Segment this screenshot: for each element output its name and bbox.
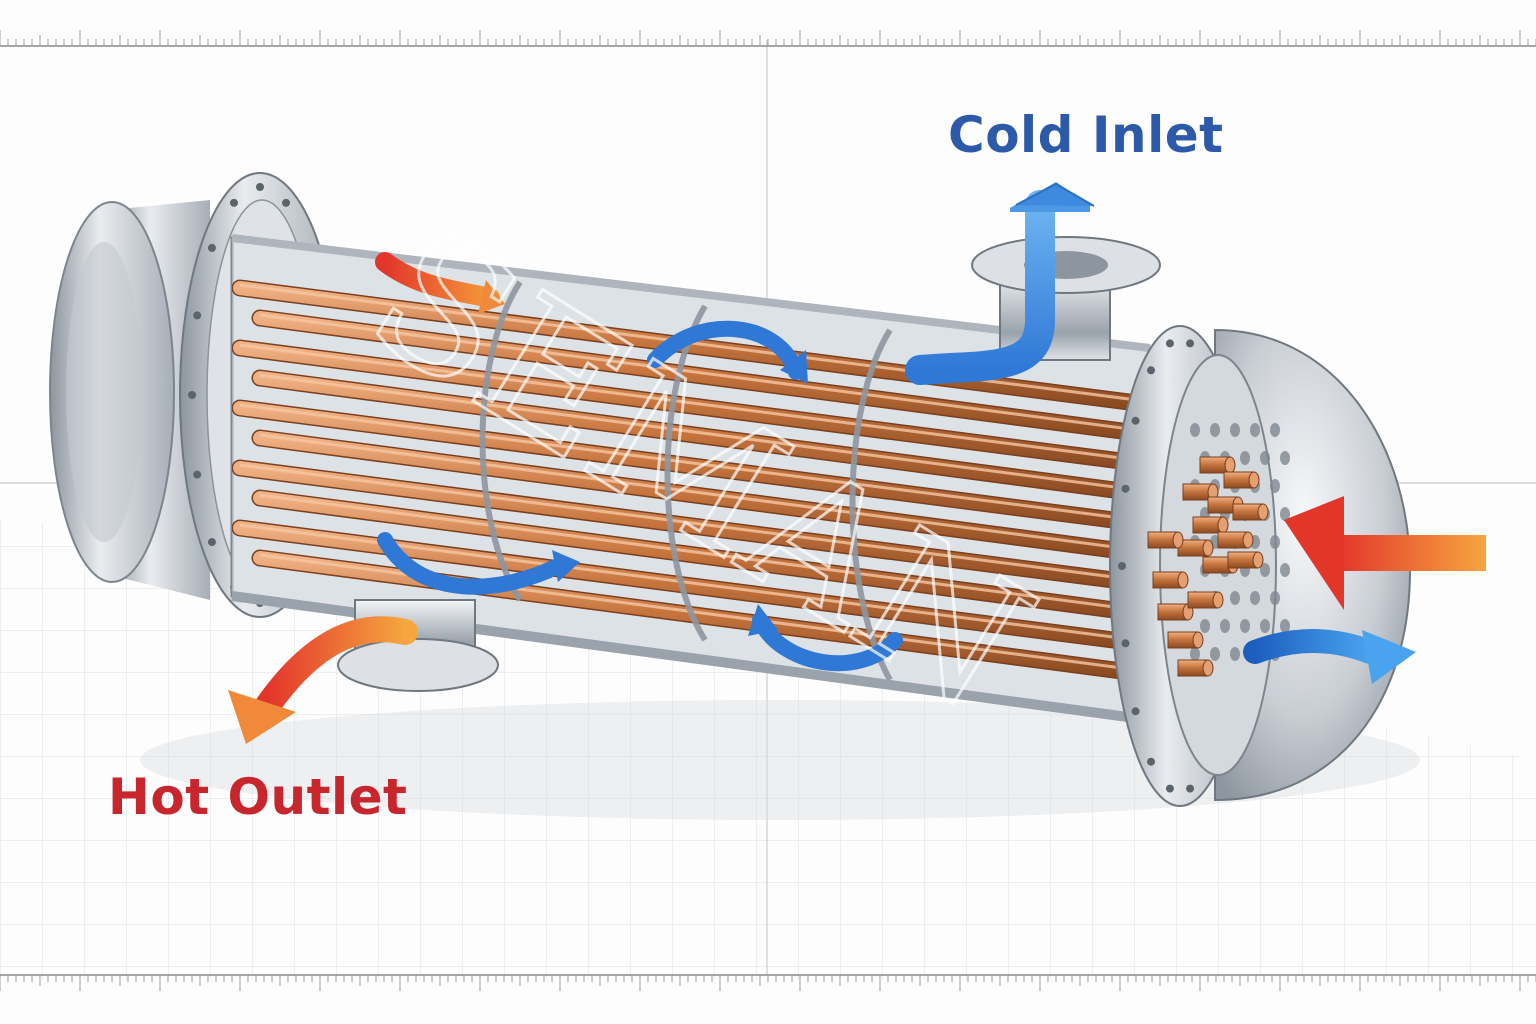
arrow-right-icon xyxy=(1243,629,1416,684)
cold-inlet-label: Cold Inlet xyxy=(948,106,1224,164)
left-channel-head xyxy=(49,200,210,600)
tube-bundle xyxy=(232,279,1150,685)
cold-inlet-nozzle xyxy=(971,236,1161,361)
tubesheet-holes xyxy=(1190,423,1290,661)
ground-shadow xyxy=(140,700,1420,820)
cold-swirl-arrow-2 xyxy=(377,532,568,595)
flow-arrows xyxy=(228,182,1486,744)
hot-swirl-arrow xyxy=(375,252,500,308)
cold-swirl-arrow-1 xyxy=(647,320,804,380)
arrow-up-icon xyxy=(905,182,1095,385)
arrow-left-icon xyxy=(1284,496,1486,610)
ruler-bottom xyxy=(0,974,1536,991)
arrow-curve-down-left-icon xyxy=(228,616,418,744)
tube-ends xyxy=(1147,456,1269,677)
right-head xyxy=(1147,328,1412,802)
cold-swirl-arrow-3 xyxy=(752,612,903,672)
hot-outlet-nozzle xyxy=(337,599,499,692)
hot-outlet-label: Hot Outlet xyxy=(108,768,408,826)
ruler-top xyxy=(0,30,1536,47)
